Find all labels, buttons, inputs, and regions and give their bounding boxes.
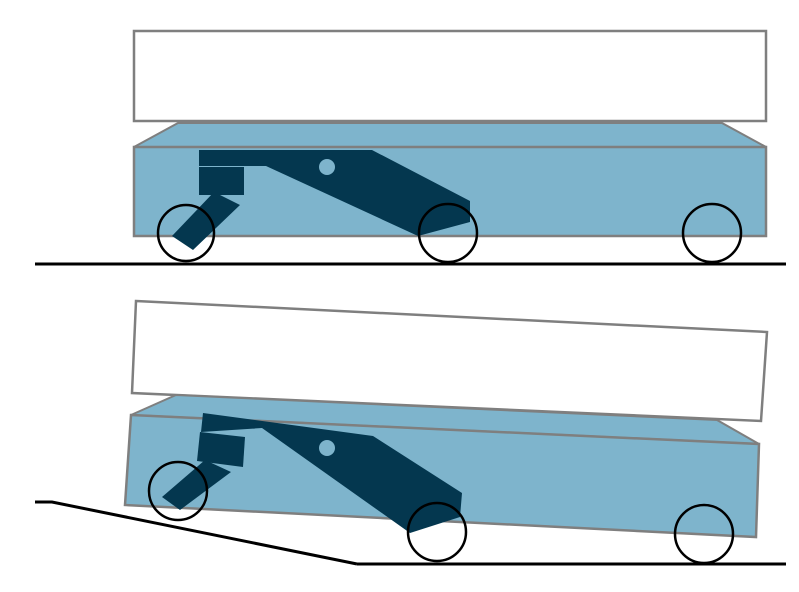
panel-level-ground	[35, 29, 786, 266]
linkage-arm	[199, 150, 470, 236]
panel-ramp-transition	[35, 299, 786, 566]
rear-wheel	[681, 202, 743, 264]
linkage-bracket	[199, 167, 244, 195]
top-slab	[130, 299, 769, 423]
pivot-pin	[319, 159, 335, 175]
front-wheel	[147, 460, 209, 522]
linkage-arm	[201, 413, 462, 533]
linkage-bracket	[197, 432, 245, 467]
front-wheel	[156, 203, 216, 263]
pivot-pin	[319, 440, 335, 456]
middle-wheel	[406, 501, 468, 563]
ramp-line	[35, 500, 358, 566]
front-swing-arm	[162, 460, 231, 510]
top-slab	[132, 29, 768, 123]
hull	[123, 413, 761, 539]
hull-top-face	[133, 122, 767, 148]
linkage-assembly	[172, 150, 470, 250]
front-swing-arm	[172, 192, 240, 250]
middle-wheel	[417, 202, 479, 264]
linkage-assembly	[162, 413, 462, 533]
